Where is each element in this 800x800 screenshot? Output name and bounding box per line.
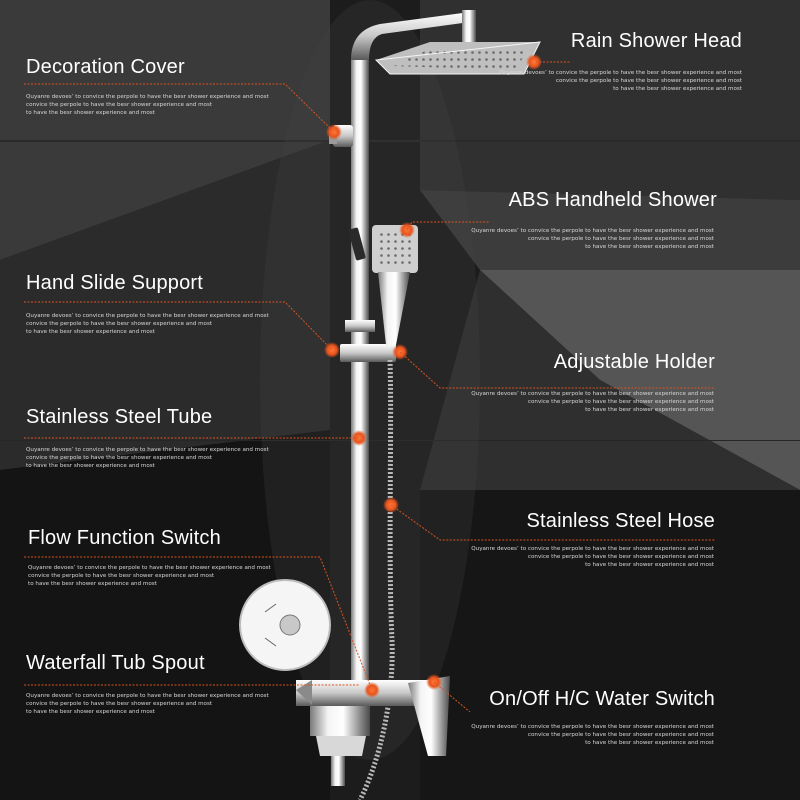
desc-stainless-steel-tube: Quyanre devoes’ to convice the perpole t… <box>26 447 269 469</box>
desc-waterfall-tub-spout: Quyanre devoes’ to convice the perpole t… <box>26 693 269 715</box>
label-rain-shower-head: Rain Shower Head <box>570 30 742 52</box>
desc-stainless-steel-hose: Quyanre devoes’ to convice the perpole t… <box>471 546 714 568</box>
desc-on-off-water-switch: Quyanre devoes’ to convice the perpole t… <box>471 724 714 746</box>
desc-adjustable-holder: Quyanre devoes’ to convice the perpole t… <box>471 391 714 413</box>
label-on-off-water-switch: On/Off H/C Water Switch <box>489 688 715 710</box>
label-stainless-steel-tube: Stainless Steel Tube <box>26 406 213 428</box>
desc-decoration-cover: Quyanre devoes’ to convice the perpole t… <box>26 94 269 116</box>
label-waterfall-tub-spout: Waterfall Tub Spout <box>26 652 205 674</box>
desc-hand-slide-support: Quyanre devoes’ to convice the perpole t… <box>26 313 269 335</box>
desc-flow-function-switch: Quyanre devoes’ to convice the perpole t… <box>28 565 271 587</box>
label-decoration-cover: Decoration Cover <box>26 56 185 78</box>
label-stainless-steel-hose: Stainless Steel Hose <box>526 510 715 532</box>
label-flow-function-switch: Flow Function Switch <box>28 527 221 549</box>
desc-rain-shower-head: Quyanre devoes’ to convice the perpole t… <box>499 70 742 92</box>
label-abs-handheld-shower: ABS Handheld Shower <box>508 189 717 211</box>
label-adjustable-holder: Adjustable Holder <box>553 351 715 373</box>
label-hand-slide-support: Hand Slide Support <box>26 272 204 294</box>
desc-abs-handheld-shower: Quyanre devoes’ to convice the perpole t… <box>471 228 714 250</box>
